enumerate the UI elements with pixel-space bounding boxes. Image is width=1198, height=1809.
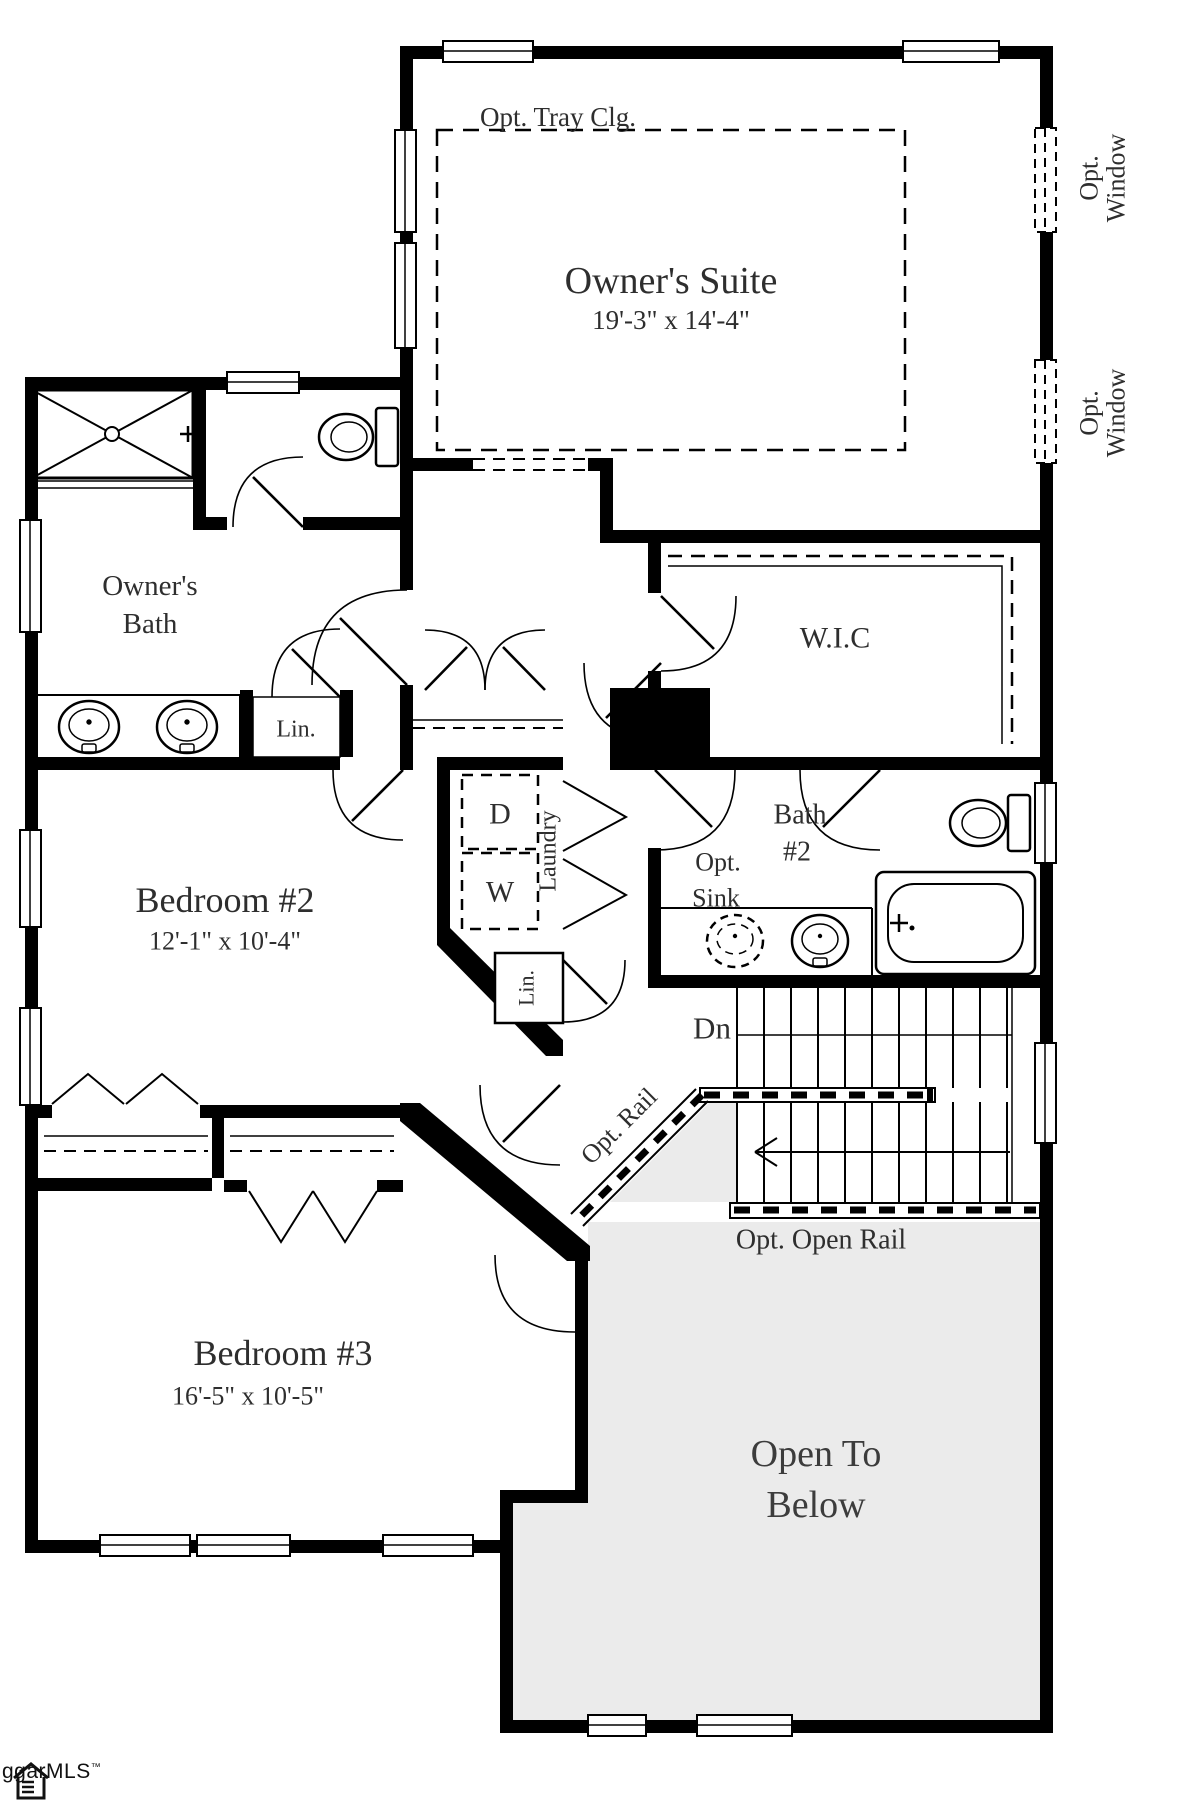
bedroom3-label: Bedroom #3: [193, 1333, 373, 1374]
opt-window-line2: Window: [1102, 368, 1131, 458]
opt-window-label: Opt. Window: [1074, 133, 1131, 223]
bath2-fixtures: [661, 793, 1037, 976]
wic-shelf: [668, 554, 1014, 744]
opt-sink-label2: Sink: [692, 883, 740, 913]
opt-tray-ceiling-label: Opt. Tray Clg.: [480, 102, 637, 132]
bedroom2-dims: 12'-1" x 10'-4": [149, 926, 301, 956]
washer-label: W: [485, 875, 515, 909]
dryer-label: D: [489, 797, 511, 831]
opt-window-label: Opt. Window: [1074, 368, 1131, 458]
open-to-below-label: Open To: [750, 1433, 882, 1476]
linen1-label: Lin.: [276, 716, 316, 743]
bathtub-icon: [874, 870, 1037, 976]
opt-open-rail-label: Opt. Open Rail: [735, 1224, 907, 1256]
linen2-closet: [493, 951, 565, 1025]
staircase: [570, 988, 1041, 1227]
opt-sink-label: Opt.: [695, 847, 741, 877]
doors: [232, 456, 881, 1333]
greggar-mls-logo: ggarMLS™: [2, 1760, 101, 1800]
optional-rail: [570, 1088, 709, 1227]
opt-window-line1: Opt.: [1074, 390, 1104, 436]
stair-rail: [699, 1087, 936, 1103]
logo-text: ggarMLS™: [2, 1760, 102, 1783]
cased-openings: [413, 457, 588, 729]
opt-window-line2: Window: [1102, 133, 1131, 223]
optional-sink-icon: [705, 913, 765, 969]
sink-icon: [155, 699, 219, 755]
shower-icon: [30, 388, 196, 489]
stairs-down-label: Dn: [693, 1010, 731, 1046]
bifold-doors: [51, 780, 629, 1244]
laundry-label: Laundry: [535, 810, 562, 892]
closet-shelves: [44, 1135, 394, 1152]
house-icon: [13, 1762, 49, 1800]
open-to-below-label2: Below: [766, 1484, 866, 1527]
bedroom2-label: Bedroom #2: [135, 880, 315, 921]
owners-suite-dims: 19'-3" x 14'-4": [592, 304, 750, 335]
wic-label: W.I.C: [799, 621, 871, 655]
bath2-label2: #2: [783, 836, 811, 868]
owners-bath-label2: Bath: [122, 607, 178, 640]
down-arrow: [754, 1137, 1010, 1167]
vanity-sinks: [38, 694, 241, 757]
linen1-closet: [240, 690, 353, 758]
toilet-icon: [948, 793, 1032, 853]
linen2-label: Lin.: [513, 969, 539, 1007]
bedroom3-dims: 16'-5" x 10'-5": [172, 1381, 324, 1411]
trademark: ™: [90, 1762, 102, 1773]
washer-box: [460, 851, 540, 931]
windows: [19, 40, 1057, 1737]
optional-windows: [1034, 127, 1057, 464]
sink-icon: [57, 699, 121, 755]
tray-ceiling-outline: [435, 128, 907, 452]
bath2-label: Bath: [773, 799, 827, 831]
opt-window-line1: Opt.: [1074, 155, 1104, 201]
dryer-box: [460, 773, 540, 851]
owners-bath-label: Owner's: [102, 569, 198, 602]
laundry-appliances: [460, 773, 540, 931]
sink-icon: [790, 913, 850, 969]
owners-suite-label: Owner's Suite: [564, 260, 778, 303]
optional-open-rail: [729, 1202, 1041, 1219]
open-to-below-area: [513, 1102, 1040, 1720]
toilet-icon: [317, 406, 400, 468]
